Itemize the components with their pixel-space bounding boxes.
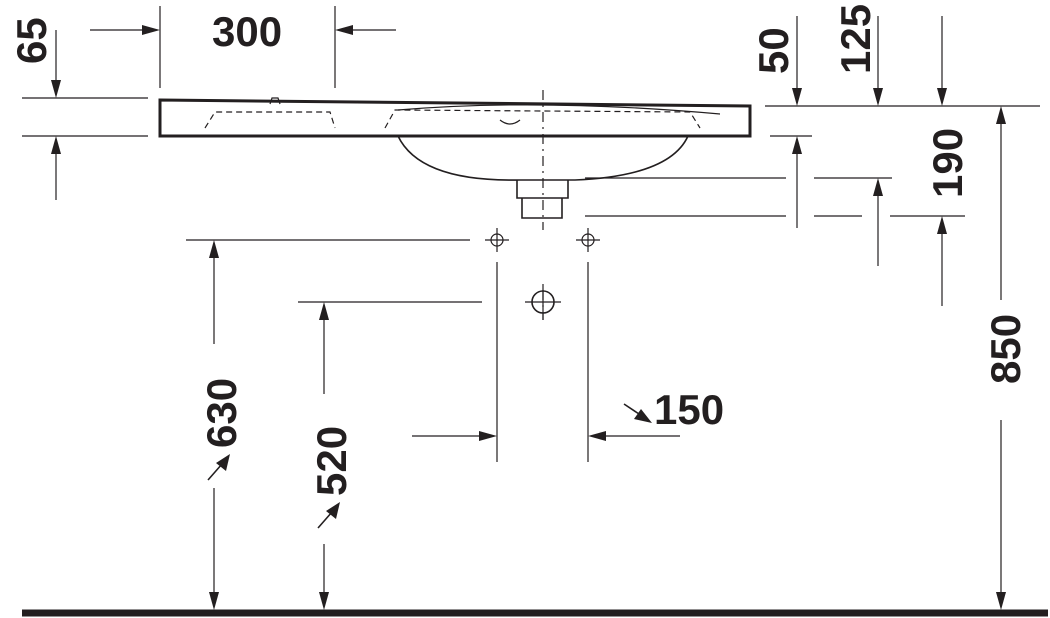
dimension-190: 190 — [585, 128, 971, 306]
dimension-150: 150 — [412, 262, 724, 462]
dimension-300: 300 — [90, 6, 396, 88]
dimension-125: 125 — [832, 4, 947, 106]
dimension-150-label: 150 — [654, 386, 724, 433]
dimension-65: 65 — [8, 17, 148, 200]
dimension-300-label: 300 — [212, 8, 282, 55]
wall-connection-markers — [485, 228, 600, 320]
dimension-520-label: 520 — [308, 426, 355, 496]
dimension-630: 630 — [186, 239, 470, 610]
dimension-50-label: 50 — [750, 27, 797, 74]
dimension-125-label: 125 — [832, 4, 879, 74]
dimension-850: 850 — [982, 106, 1029, 610]
dimension-50: 50 — [750, 16, 1040, 228]
dimension-630-label: 630 — [198, 378, 245, 448]
dimension-190-label: 190 — [924, 128, 971, 198]
dimension-65-label: 65 — [8, 17, 55, 64]
basin-outline — [158, 97, 752, 219]
dimension-850-label: 850 — [982, 314, 1029, 384]
dimension-520: 520 — [298, 301, 482, 610]
